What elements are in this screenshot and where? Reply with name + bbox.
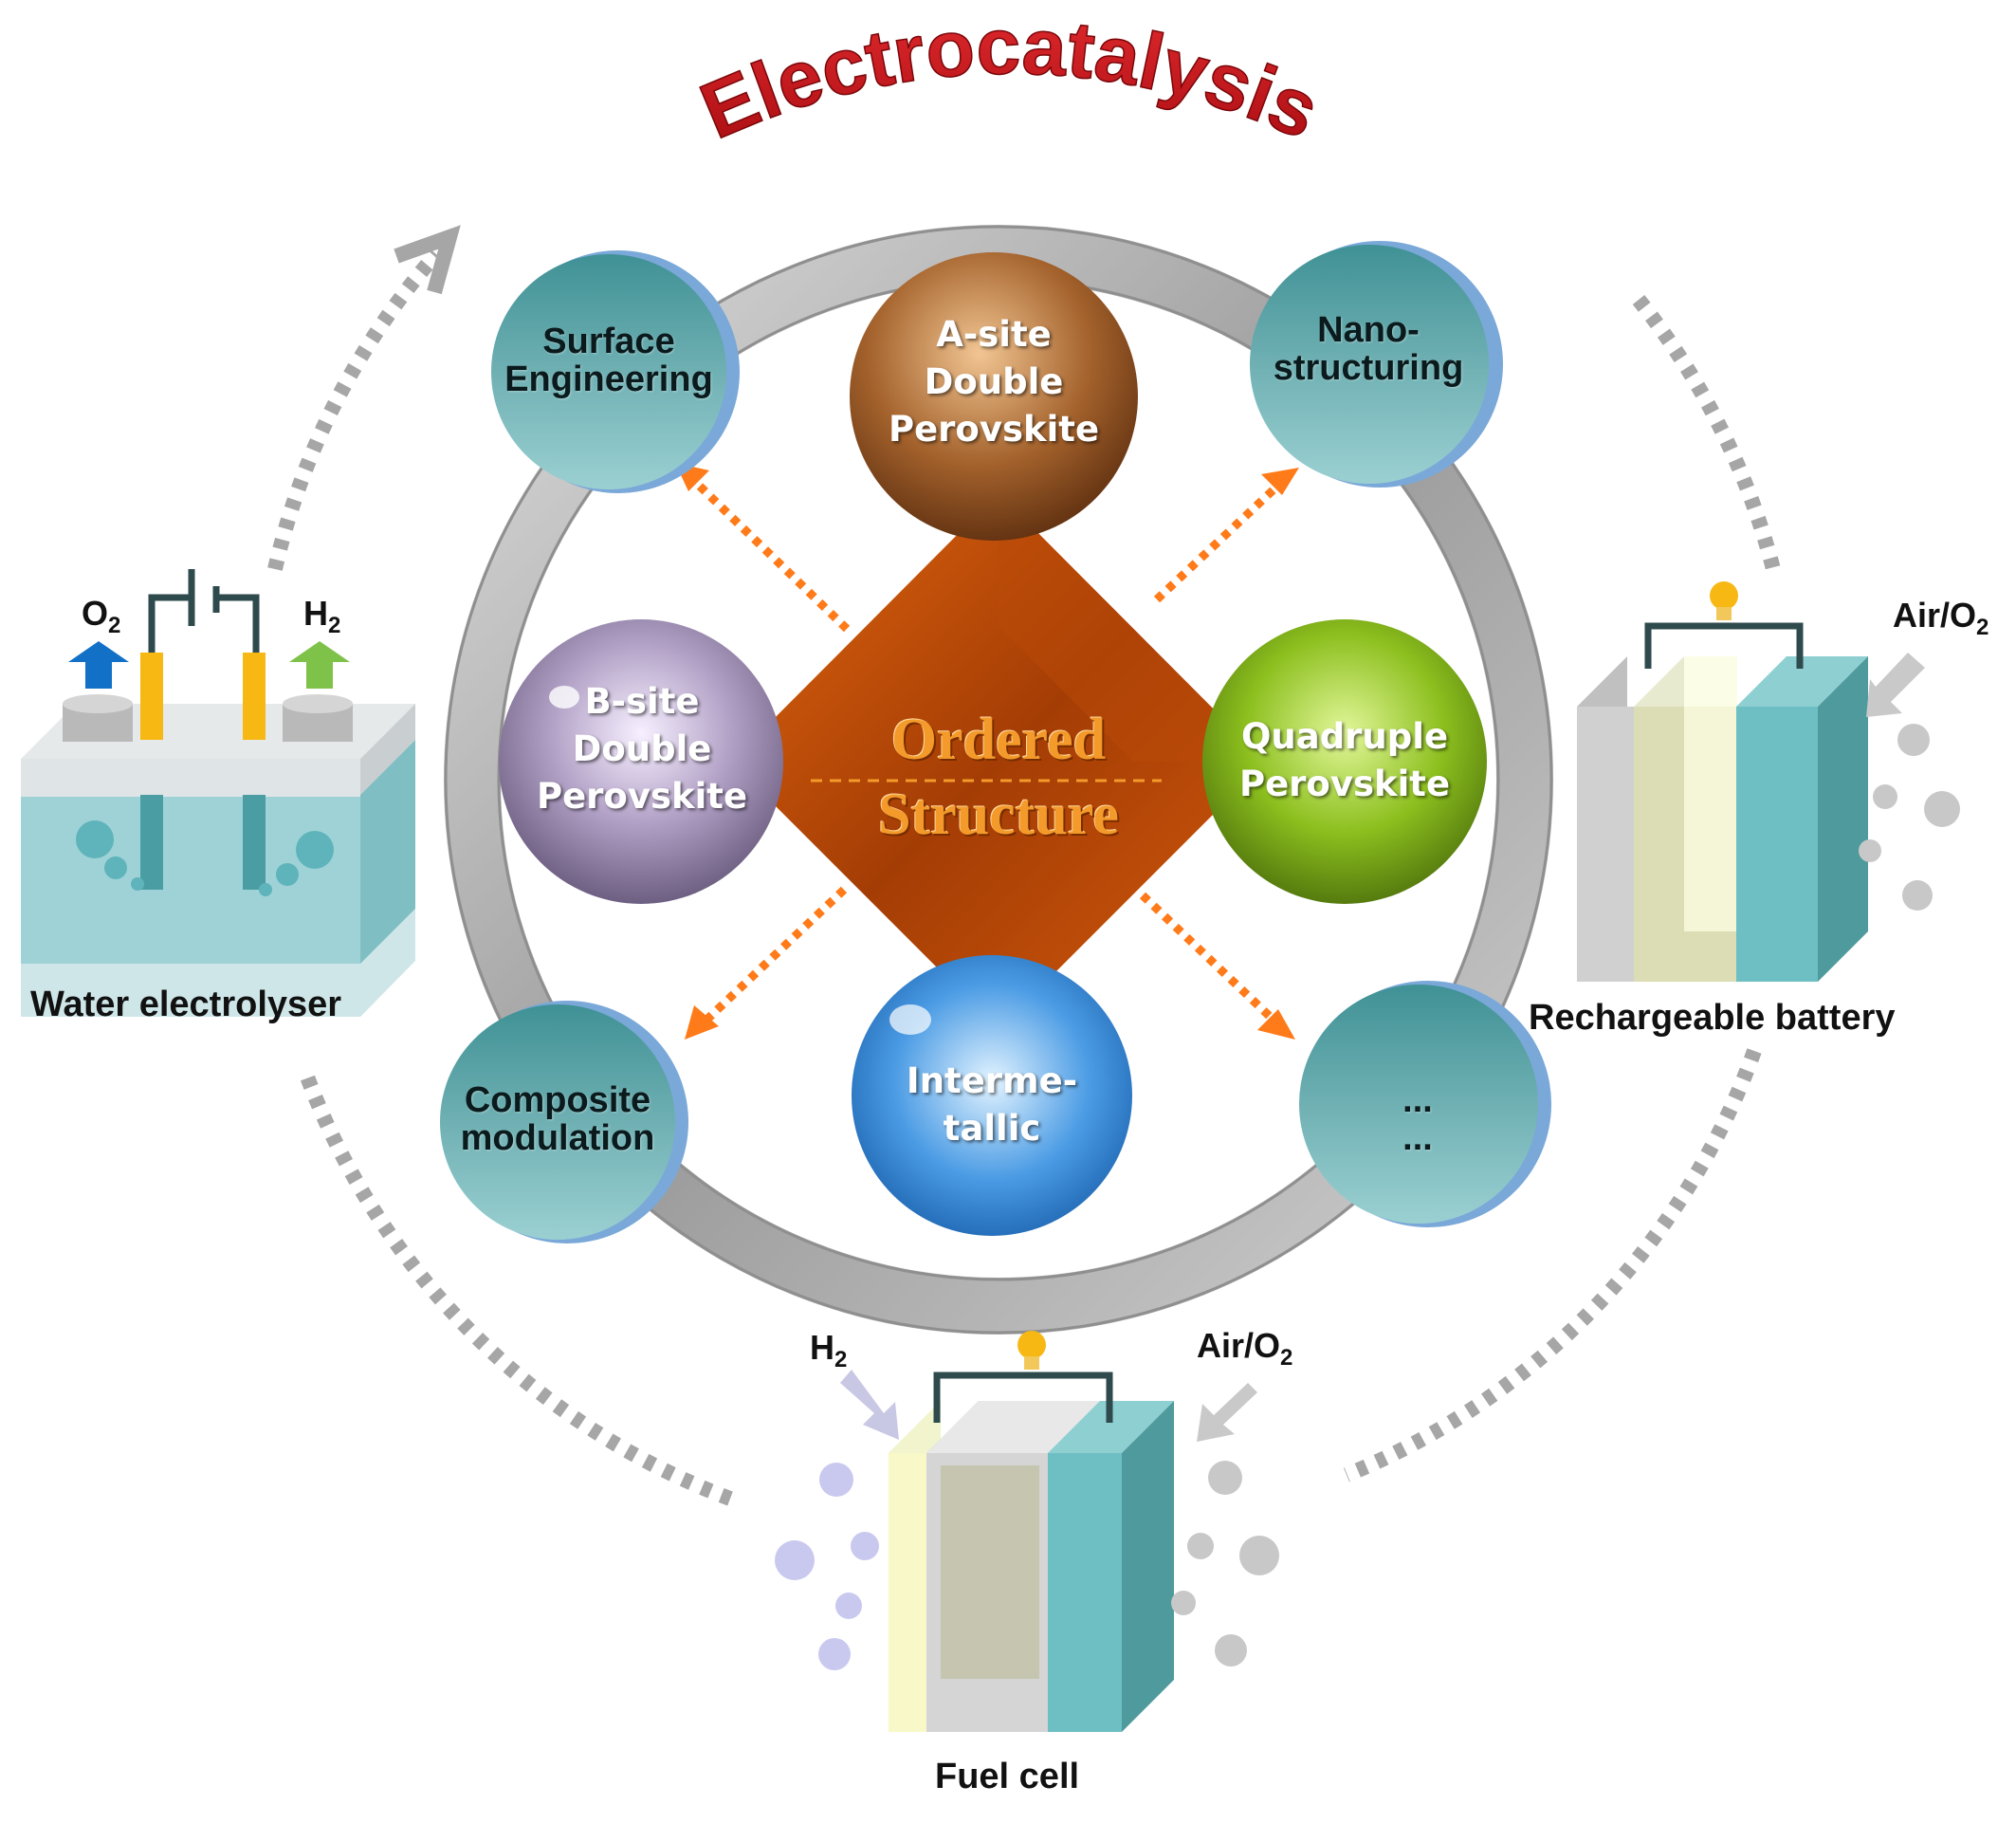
nano-line2: structuring (1273, 348, 1464, 388)
surface-line1: Surface (542, 322, 675, 361)
quadruple-label: Quadruple Perovskite (1202, 713, 1487, 808)
b-site-line1: B-site (584, 681, 700, 722)
cycle-arrowhead (394, 225, 461, 295)
quadruple-line2: Perovskite (1238, 764, 1451, 804)
nano-line1: Nano- (1317, 310, 1420, 350)
b-site-line3: Perovskite (536, 776, 748, 817)
fuel-cell-device (775, 1331, 1279, 1732)
quadruple-sphere (1202, 619, 1487, 904)
more-line1: ... (1402, 1080, 1433, 1120)
o2-sub: 2 (108, 613, 121, 639)
fuel-h2-sub: 2 (834, 1347, 848, 1373)
intermetallic-line1: Interme- (906, 1060, 1078, 1101)
ordered-structure-diamond (731, 493, 1266, 1029)
h2-text: H (303, 594, 328, 633)
surface-engineering-label: Surface Engineering (467, 322, 751, 398)
composite-line1: Composite (464, 1080, 651, 1120)
battery-air-sub: 2 (1976, 615, 1989, 641)
rechargeable-battery-caption: Rechargeable battery (1529, 998, 1896, 1038)
b-site-line2: Double (572, 728, 712, 769)
dashed-arrows (684, 470, 1289, 1030)
composite-modulation-label: Composite modulation (415, 1081, 700, 1157)
fuel-air-text: Air/O (1197, 1326, 1281, 1365)
fuel-cell-h2-label: H2 (810, 1328, 847, 1373)
o2-text: O (82, 594, 109, 633)
a-site-label: A-site Double Perovskite (852, 311, 1136, 453)
water-electrolyser-caption: Water electrolyser (30, 985, 342, 1024)
nanostructuring-label: Nano- structuring (1226, 311, 1511, 387)
composite-line2: modulation (460, 1118, 655, 1158)
teal-spheres (440, 241, 1551, 1243)
center-title-line1: Ordered (890, 708, 1107, 772)
fuel-h2-text: H (810, 1328, 834, 1367)
center-title-line2: Structure (878, 783, 1119, 847)
fuel-cell-air-o2-label: Air/O2 (1197, 1326, 1292, 1372)
a-site-line2: Double (924, 361, 1064, 402)
h2-sub: 2 (328, 613, 341, 639)
a-site-line1: A-site (936, 314, 1052, 355)
quadruple-line1: Quadruple (1240, 716, 1449, 757)
electrolyser-h2-label: H2 (303, 594, 340, 639)
fuel-cell-caption: Fuel cell (935, 1757, 1080, 1796)
a-site-sphere (850, 252, 1138, 541)
surface-line2: Engineering (504, 359, 713, 399)
intermetallic-line2: tallic (943, 1108, 1041, 1149)
a-site-line3: Perovskite (888, 409, 1100, 450)
water-electrolyser-device (21, 569, 415, 1017)
more-strategies-label: ... ... (1275, 1081, 1560, 1157)
b-site-label: B-site Double Perovskite (500, 678, 784, 820)
electrolyser-o2-label: O2 (82, 594, 120, 639)
rechargeable-battery-device (1577, 581, 1960, 982)
battery-air-o2-label: Air/O2 (1893, 596, 1989, 641)
battery-air-text: Air/O (1893, 596, 1977, 635)
more-line2: ... (1402, 1118, 1433, 1158)
cycle-dashes (267, 249, 1781, 1506)
intermetallic-label: Interme- tallic (850, 1058, 1134, 1152)
fuel-air-sub: 2 (1280, 1345, 1293, 1372)
title: Electrocatalysis (688, 1, 1331, 156)
